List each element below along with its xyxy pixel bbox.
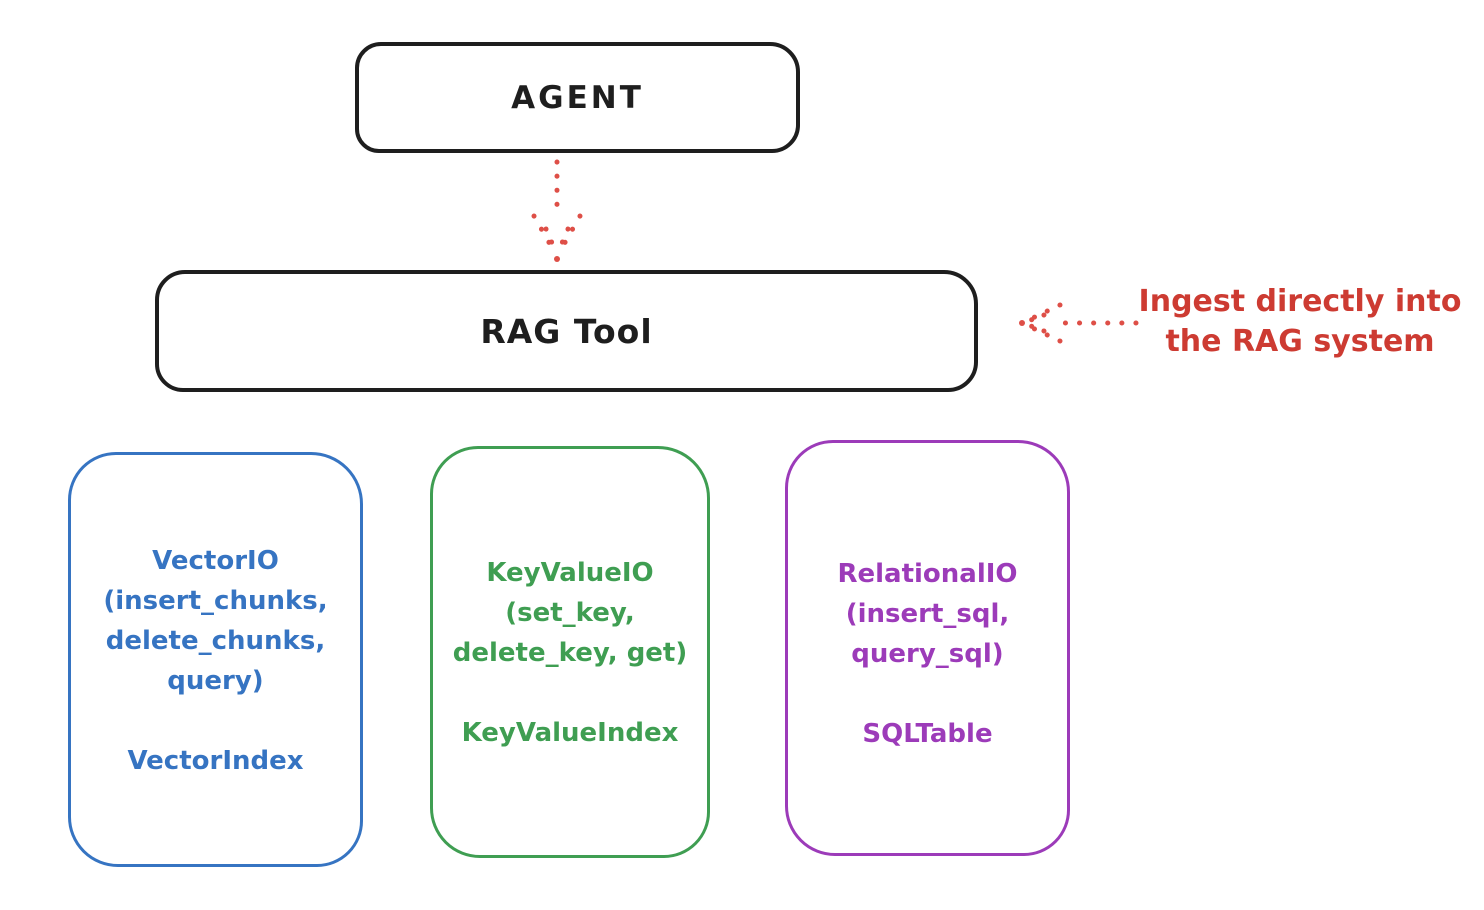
card-relational-io-body: RelationalIO (insert_sql, query_sql) — [788, 554, 1067, 674]
annotation-line-2: the RAG system — [1165, 324, 1435, 359]
card-keyvalue-io-footer: KeyValueIndex — [461, 718, 679, 748]
card-line: (insert_sql, — [845, 599, 1010, 629]
annotation-line-1: Ingest directly into — [1138, 284, 1462, 319]
agent-label: AGENT — [511, 79, 644, 116]
card-line: delete_key, get) — [452, 638, 688, 668]
card-line: RelationalIO — [837, 559, 1018, 589]
card-relational-io-footer: SQLTable — [862, 719, 993, 749]
agent-node: AGENT — [355, 42, 800, 153]
card-vector-io-footer: VectorIndex — [127, 746, 304, 776]
card-line: query_sql) — [851, 639, 1004, 669]
rag-tool-label: RAG Tool — [480, 311, 653, 351]
arrow-annotation-to-rag-icon — [1019, 302, 1139, 344]
card-vector-io: VectorIO (insert_chunks, delete_chunks, … — [68, 452, 363, 867]
arrow-agent-to-rag-icon — [531, 159, 583, 262]
card-keyvalue-io-body: KeyValueIO (set_key, delete_key, get) — [433, 553, 707, 673]
annotation-ingest: Ingest directly into the RAG system — [1135, 282, 1465, 362]
card-relational-io: RelationalIO (insert_sql, query_sql) SQL… — [785, 440, 1070, 856]
card-keyvalue-io: KeyValueIO (set_key, delete_key, get) Ke… — [430, 446, 710, 858]
card-line: delete_chunks, — [105, 626, 326, 656]
card-line: KeyValueIO — [486, 558, 654, 588]
card-line: VectorIO — [152, 546, 279, 576]
rag-tool-node: RAG Tool — [155, 270, 978, 392]
card-vector-io-body: VectorIO (insert_chunks, delete_chunks, … — [71, 541, 360, 701]
card-line: (insert_chunks, — [103, 586, 328, 616]
card-line: (set_key, — [505, 598, 635, 628]
card-line: query) — [167, 666, 264, 696]
